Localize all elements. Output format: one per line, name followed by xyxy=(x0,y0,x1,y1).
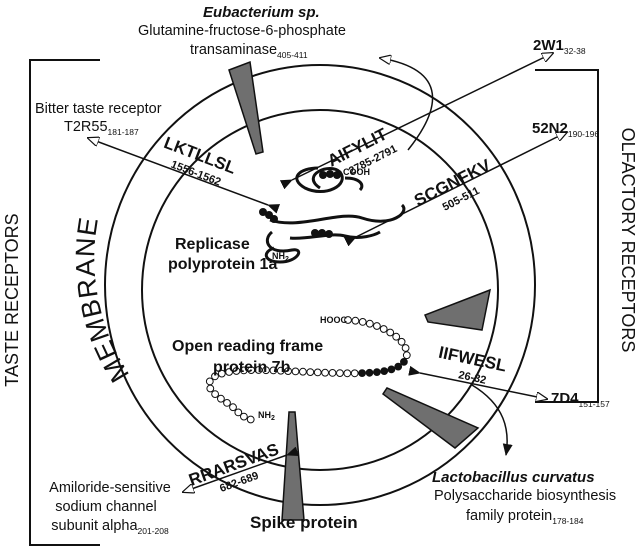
orf7b-bead xyxy=(379,325,388,333)
taste-receptors-label: TASTE RECEPTORS xyxy=(2,213,22,386)
orf7b-bead xyxy=(269,366,278,375)
orf7b-chain xyxy=(205,316,411,424)
orf7b-bead xyxy=(336,369,344,378)
orf7b-bead xyxy=(291,367,300,376)
olfactory-bracket xyxy=(535,69,599,403)
orf7b-bead xyxy=(223,399,231,407)
lacto-line2: family protein178-184 xyxy=(466,508,584,526)
orf7b-bead xyxy=(254,366,263,374)
spike-bottom xyxy=(281,411,305,521)
orf7b-bead xyxy=(328,369,337,377)
taste-bracket xyxy=(29,59,100,546)
orf7b-motif-bead xyxy=(400,358,408,366)
orf7b-label: Open reading frame protein 7b xyxy=(172,338,328,376)
arrow-iifwesl-7d4 xyxy=(420,373,547,399)
spike-top-left xyxy=(228,60,264,155)
eubacterium-org: Eubacterium sp. xyxy=(203,4,320,21)
orf7b-bead xyxy=(343,369,352,378)
orf7b-bead xyxy=(401,344,410,352)
orf7b-bead xyxy=(386,328,395,337)
outer-membrane xyxy=(104,64,536,506)
membrane-label: MEMBRANE xyxy=(70,215,135,388)
spike-protein-label: Spike protein xyxy=(250,513,358,532)
orf7b-bead xyxy=(284,367,293,376)
target-lactobacillus: Lactobacillus curvatus Polysaccharide bi… xyxy=(432,469,616,526)
motif-lktllsl: LKTLLSL 1556-1562 xyxy=(161,133,238,189)
replicase-chain xyxy=(264,166,406,264)
bitter-line2: T2R55181-187 xyxy=(64,119,139,137)
amiloride-line1: Amiloride-sensitive xyxy=(49,480,171,496)
orf7b-bead xyxy=(205,377,214,386)
orf7b-bead xyxy=(211,390,220,399)
orf7b-bead xyxy=(344,316,352,324)
target-eubacterium: Eubacterium sp. Glutamine-fructose-6-pho… xyxy=(138,4,346,60)
orf7b-bead xyxy=(225,368,234,376)
target-52n2: 52N2190-196 xyxy=(532,120,599,139)
orf7b-bead xyxy=(321,368,330,377)
orf7b-bead xyxy=(365,319,374,328)
spike-right xyxy=(424,288,492,331)
target-2w1: 2W132-38 xyxy=(533,37,586,56)
orf7b-bead xyxy=(206,384,215,393)
orf7b-bead xyxy=(373,322,381,330)
orf7b-bead xyxy=(234,408,243,417)
motif-scgnfkv: SCGNFKV 505-511 xyxy=(411,155,494,213)
arrow-aifylit-eubacterium xyxy=(380,58,434,151)
orf7b-bead xyxy=(358,318,367,326)
bitter-line1: Bitter taste receptor xyxy=(35,101,162,117)
spike-lower-right xyxy=(381,387,480,449)
orf7b-motif-bead xyxy=(365,368,374,377)
amiloride-line3: subunit alpha201-208 xyxy=(51,518,169,536)
orf7b-motif-bead xyxy=(373,368,381,377)
eubacterium-line1: Glutamine-fructose-6-phosphate xyxy=(138,23,346,39)
orf7b-bead xyxy=(351,316,360,325)
olfactory-receptors-label: OLFACTORY RECEPTORS xyxy=(618,128,638,353)
amiloride-line2: sodium channel xyxy=(55,499,157,515)
orf7b-bead xyxy=(232,367,241,375)
motif-arrows xyxy=(88,53,567,492)
orf7b-bead xyxy=(397,337,406,346)
orf7b-bead xyxy=(240,412,248,421)
orf7b-bead xyxy=(402,351,411,360)
arrow-aifylit-2w1 xyxy=(292,53,553,180)
nh2-terminus: NH2 xyxy=(272,251,289,263)
orf7b-bead xyxy=(306,368,315,377)
replicase-motif-beads xyxy=(259,170,341,238)
hooc-terminus: HOOC xyxy=(320,315,348,325)
lacto-org: Lactobacillus curvatus xyxy=(432,469,595,486)
orf7b-bead xyxy=(211,372,219,381)
orf7b-bead xyxy=(217,394,225,403)
orf7b-bead xyxy=(239,366,248,375)
lacto-line1: Polysaccharide biosynthesis xyxy=(434,488,616,504)
orf7b-bead xyxy=(350,369,359,378)
target-bitter-taste: Bitter taste receptor T2R55181-187 xyxy=(35,101,162,137)
orf7b-bead xyxy=(229,403,237,412)
eubacterium-line2: transaminase405-411 xyxy=(190,42,308,60)
orf7b-bead xyxy=(392,332,401,341)
arrow-lktllsl-bitter xyxy=(88,138,268,205)
target-amiloride: Amiloride-sensitive sodium channel subun… xyxy=(49,480,171,536)
orf7b-motif-bead xyxy=(358,369,367,378)
arrow-rrarsvas-amiloride xyxy=(183,455,287,492)
motif-iifwesl-range: 26-32 xyxy=(457,369,487,387)
target-7d4: 7D4151-157 xyxy=(551,390,610,409)
orf7b-motif-bead xyxy=(380,367,389,376)
orf7b-bead xyxy=(299,367,307,376)
orf7b-bead xyxy=(276,366,285,375)
orf7b-bead xyxy=(217,369,226,378)
replicase-label: Replicase polyprotein 1a xyxy=(168,236,277,273)
orf7b-motif-bead xyxy=(394,362,403,371)
orf7b-bead xyxy=(247,366,256,375)
arrow-iifwesl-lacto xyxy=(471,384,513,456)
arrow-scgnfkv-52n2 xyxy=(356,132,567,237)
nh2b-terminus: NH2 xyxy=(258,410,275,422)
motif-iifwesl: IIFWESL 26-32 xyxy=(437,343,508,387)
orf7b-bead xyxy=(246,415,255,424)
orf7b-bead xyxy=(313,368,322,377)
motif-iifwesl-seq: IIFWESL xyxy=(437,343,508,376)
orf7b-bead xyxy=(262,366,270,375)
orf7b-motif-bead xyxy=(387,365,396,374)
